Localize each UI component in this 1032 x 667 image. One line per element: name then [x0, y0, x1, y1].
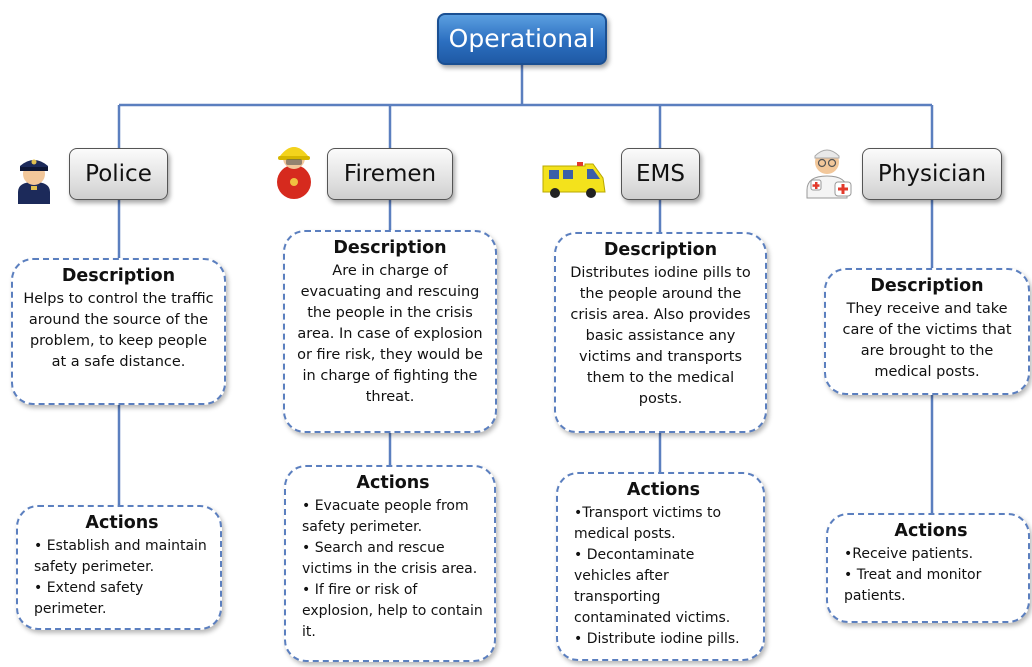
action-item: • Establish and maintain safety perimete…	[34, 538, 207, 575]
action-item: • Search and rescue victims in the crisi…	[302, 540, 478, 577]
actions-box-ems: Actions •Transport victims to medical po…	[556, 472, 765, 661]
actions-box-firemen: Actions • Evacuate people from safety pe…	[284, 465, 496, 662]
description-heading: Description	[603, 240, 718, 260]
description-text: Are in charge of evacuating and rescuing…	[297, 263, 483, 405]
description-box-firemen: Description Are in charge of evacuating …	[283, 230, 497, 433]
actions-box-police: Actions • Establish and maintain safety …	[16, 505, 222, 630]
role-box-police: Police	[69, 148, 168, 200]
actions-heading: Actions	[626, 480, 701, 500]
description-text: Distributes iodine pills to the people a…	[570, 265, 751, 407]
actions-heading: Actions	[356, 473, 430, 493]
police-officer-icon	[18, 159, 50, 204]
root-node-operational: Operational	[437, 13, 607, 65]
description-box-police: Description Helps to control the traffic…	[11, 258, 226, 405]
description-heading: Description	[333, 238, 447, 258]
role-box-ems: EMS	[621, 148, 700, 200]
description-box-ems: Description Distributes iodine pills to …	[554, 232, 767, 433]
actions-box-physician: Actions •Receive patients. • Treat and m…	[826, 513, 1030, 623]
action-item: • Evacuate people from safety perimeter.	[302, 498, 469, 535]
action-item: • Extend safety perimeter.	[34, 580, 144, 617]
description-box-physician: Description They receive and take care o…	[824, 268, 1030, 395]
description-text: They receive and take care of the victim…	[842, 301, 1012, 380]
description-text: Helps to control the traffic around the …	[23, 291, 214, 370]
role-box-firemen: Firemen	[327, 148, 453, 200]
actions-heading: Actions	[85, 513, 159, 533]
fireman-icon	[277, 147, 311, 199]
description-heading: Description	[61, 266, 176, 286]
ambulance-icon	[542, 162, 606, 198]
actions-heading: Actions	[894, 521, 968, 541]
description-heading: Description	[870, 276, 984, 296]
action-item: •Transport victims to medical posts.	[574, 505, 722, 542]
doctor-icon	[806, 149, 852, 199]
action-item: • If fire or risk of explosion, help to …	[302, 582, 483, 640]
action-item: •Receive patients.	[844, 546, 974, 562]
action-item: • Decontaminate vehicles after transport…	[574, 547, 731, 626]
role-box-physician: Physician	[862, 148, 1002, 200]
action-item: • Treat and monitor patients.	[844, 567, 982, 604]
action-item: • Distribute iodine pills.	[574, 631, 740, 647]
